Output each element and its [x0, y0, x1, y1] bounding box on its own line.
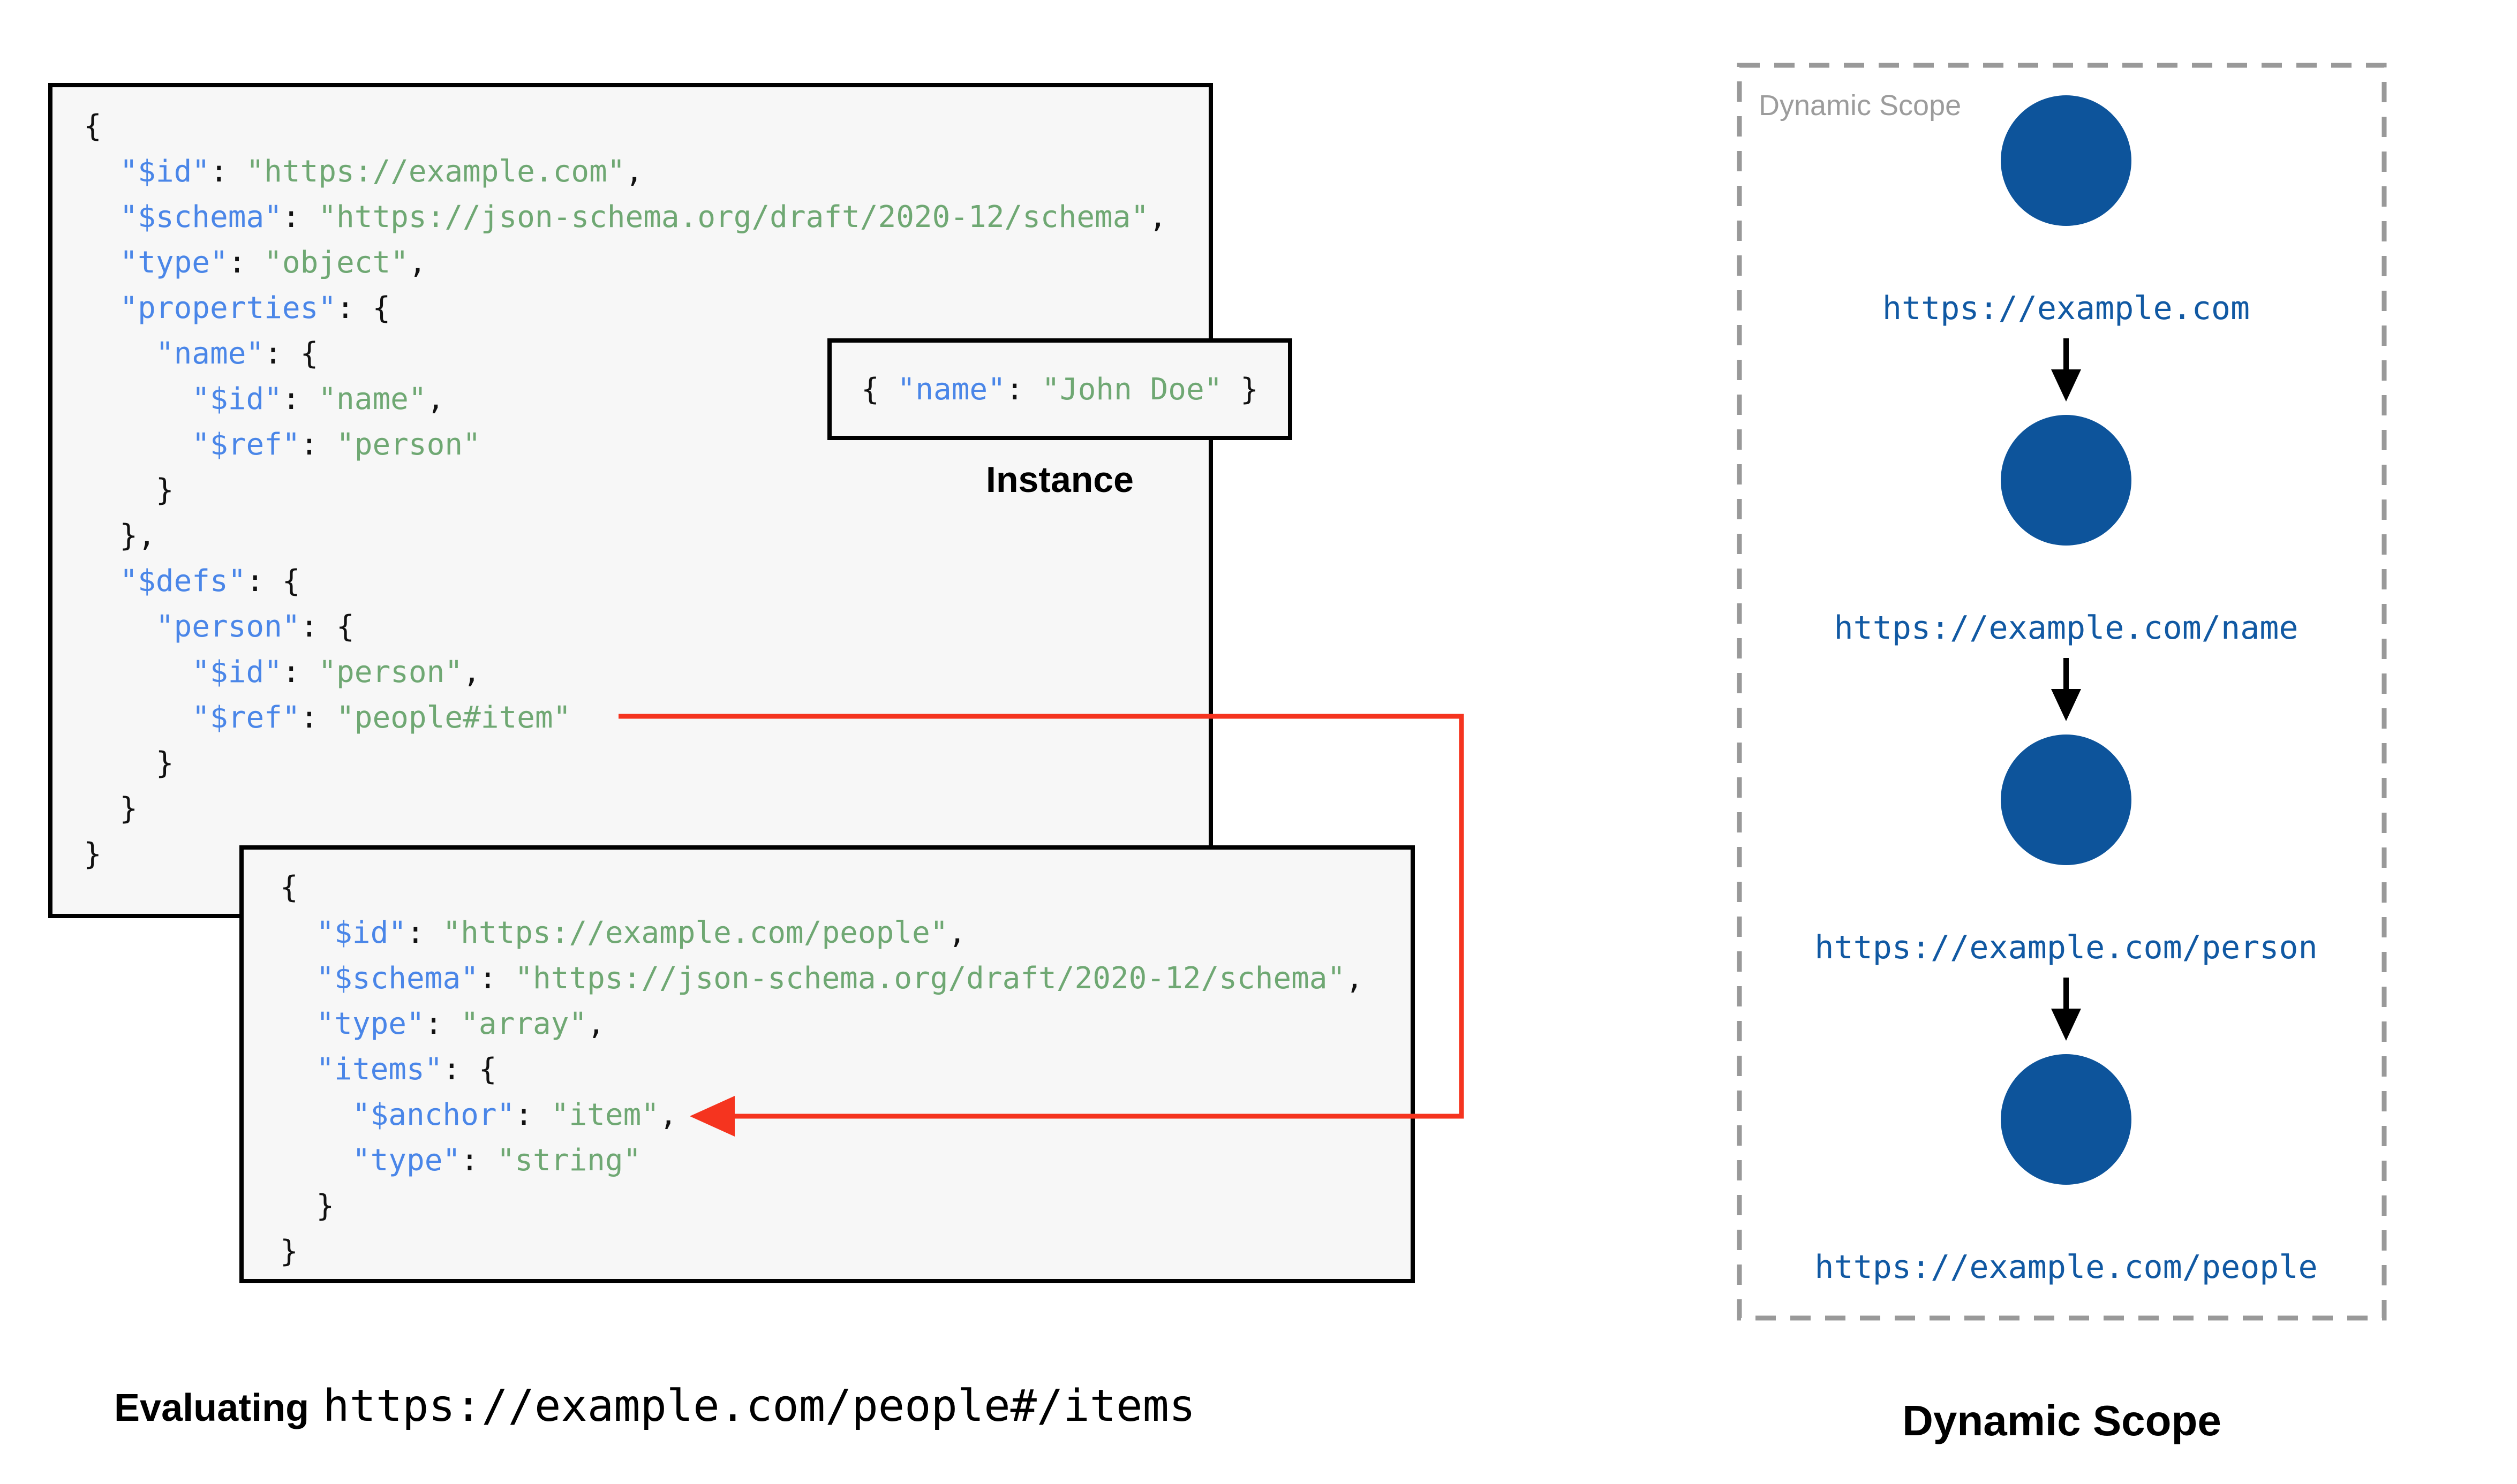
scope-node-url-2: https://example.com/name — [1834, 609, 2299, 647]
scope-flow-arrow-1 — [2051, 338, 2081, 402]
instance-box: { "name": "John Doe" } — [827, 338, 1292, 440]
evaluating-uri: https://example.com/people#/items — [323, 1381, 1196, 1432]
evaluating-label: Evaluating — [114, 1387, 310, 1429]
scope-node-3 — [2001, 735, 2131, 865]
scope-box-label: Dynamic Scope — [1759, 89, 1962, 122]
dynamic-scope-caption: Dynamic Scope — [1902, 1397, 2221, 1444]
schema-root-box: { "$id": "https://example.com", "$schema… — [48, 83, 1213, 918]
scope-flow-arrow-2 — [2051, 658, 2081, 721]
scope-flow-arrow-3 — [2051, 978, 2081, 1041]
scope-node-url-3: https://example.com/person — [1814, 929, 2318, 966]
evaluating-caption: Evaluating https://example.com/people#/it… — [114, 1381, 1195, 1432]
instance-label: Instance — [986, 459, 1134, 500]
schema-people-box: { "$id": "https://example.com/people", "… — [239, 845, 1415, 1283]
scope-node-4 — [2001, 1054, 2131, 1185]
scope-node-url-4: https://example.com/people — [1814, 1248, 2318, 1286]
scope-node-2 — [2001, 415, 2131, 546]
schema-people-code: { "$id": "https://example.com/people", "… — [280, 870, 1363, 1269]
schema-root-code: { "$id": "https://example.com", "$schema… — [84, 109, 1167, 872]
scope-node-1 — [2001, 95, 2131, 226]
scope-node-url-1: https://example.com — [1882, 290, 2250, 327]
instance-code: { "name": "John Doe" } — [861, 372, 1258, 407]
